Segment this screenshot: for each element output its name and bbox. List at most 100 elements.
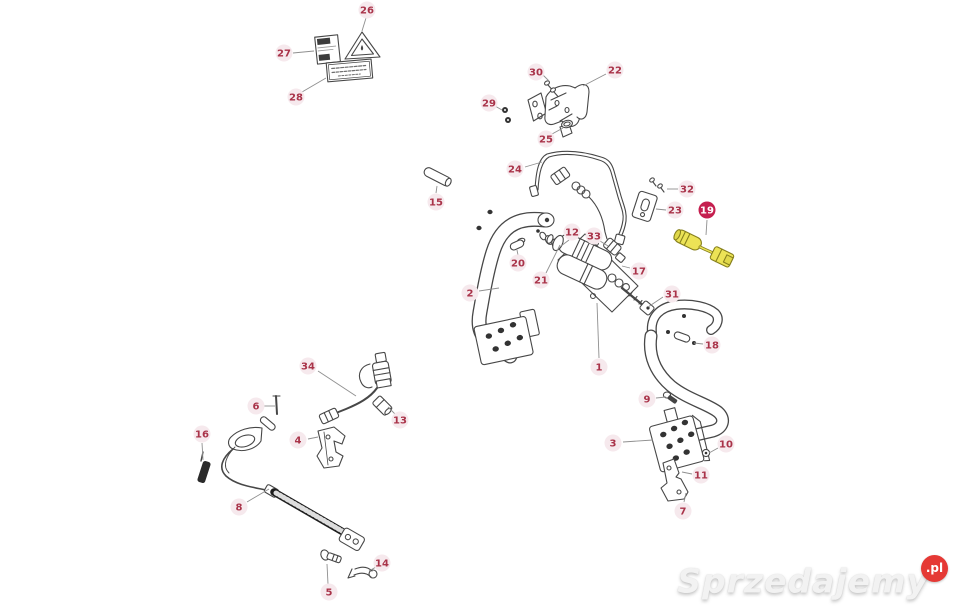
part-number-text: 28 [289,93,303,104]
part-number-halo [193,425,211,443]
part-number-halo [299,357,317,375]
part-number-halo [703,336,721,354]
leader-line [478,287,500,292]
mount-bracket-drawing [502,80,590,138]
leader-line [582,73,607,87]
part-number-text: 4 [295,436,302,447]
leader-line [560,239,570,247]
part-label-10: 10 [708,435,735,454]
part-number-text: 10 [719,440,733,451]
part-label-27: 27 [275,44,315,62]
clutch-pedal-drawing [471,209,561,366]
part-number-text: 9 [644,395,651,406]
leader-line [516,249,519,256]
part-number-halo [532,271,550,289]
part-number-halo [509,254,527,272]
part-label-19: 19 [698,201,716,236]
part-number-text: 14 [375,559,389,570]
part-number-halo [287,88,305,106]
leader-line [655,208,667,211]
part-number-halo [563,223,581,241]
part-number-text: 15 [429,198,443,209]
switch-cable-drawing [197,351,393,484]
leader-line [361,17,367,32]
part-number-text: 13 [393,416,407,427]
leader-line [551,127,564,135]
part-number-text: 1 [596,363,603,374]
leader-line [681,471,693,475]
part-number-text: 20 [511,259,525,270]
part-number-halo [480,94,498,112]
leader-line [368,566,377,572]
leader-line [705,219,708,236]
part-number-text: 29 [482,99,496,110]
part-number-halo [663,285,681,303]
part-label-34: 34 [299,357,357,397]
part-number-halo [630,262,648,280]
leader-line [292,50,315,54]
leader-line [655,396,667,399]
part-number-halo [717,435,735,453]
part-labels-layer: 1234567891011121314151617181920212223242… [193,1,735,601]
part-label-6: 6 [247,397,275,415]
part-label-14: 14 [368,554,391,572]
part-number-halo [678,180,696,198]
leader-line [317,370,357,397]
watermark-text: Sprzedajemy [677,561,929,600]
part-number-text: 8 [236,503,243,514]
part-number-text: 6 [253,402,260,413]
brake-pedal-drawing [643,299,730,502]
leader-line [301,77,327,93]
leader-line [387,406,396,415]
part-label-8: 8 [230,488,270,516]
part-label-12: 12 [560,223,581,247]
part-label-24: 24 [506,160,543,178]
part-label-31: 31 [647,285,681,308]
leader-line [596,302,600,359]
part-number-halo [527,63,545,81]
part-number-text: 3 [610,439,617,450]
part-label-2: 2 [461,284,500,302]
part-label-9: 9 [638,390,667,408]
leader-line [545,244,561,274]
leader-line [307,436,319,440]
part-number-text: 24 [508,165,522,176]
part-label-33: 33 [585,227,609,247]
part-label-5: 5 [320,563,338,601]
part-number-halo [674,502,692,520]
leader-line [693,342,704,345]
part-number-halo [506,160,524,178]
part-number-text: 18 [705,341,719,352]
part-label-3: 3 [604,434,654,452]
part-number-text: 17 [632,267,646,278]
throttle-cable-drawing [221,416,378,579]
part-label-28: 28 [287,77,327,106]
part-number-halo [247,397,265,415]
part-number-text: 23 [668,206,682,217]
part-label-25: 25 [537,127,564,148]
instruction-label-drawing [325,58,374,83]
part-number-halo [604,434,622,452]
leader-line [524,161,543,168]
leader-line [647,296,664,308]
part-label-26: 26 [358,1,376,32]
part-number-halo [391,411,409,429]
part-number-halo [666,201,684,219]
part-number-text: 26 [360,6,374,17]
watermark-pl-badge: .pl [921,554,948,582]
part-number-text: 11 [694,471,708,482]
part-number-text: 30 [529,68,543,79]
master-cylinder-drawing [546,233,655,316]
part-label-21: 21 [532,244,561,289]
part-number-text: 16 [195,430,209,441]
part-number-halo [427,193,445,211]
part-label-30: 30 [527,63,550,82]
part-number-text: 22 [608,66,622,77]
part-label-4: 4 [289,431,319,449]
part-number-halo [289,431,307,449]
part-label-29: 29 [480,94,503,112]
small-decal-drawing [314,34,341,65]
part-number-halo [358,1,376,19]
hydraulic-pipe-drawing [529,150,665,263]
